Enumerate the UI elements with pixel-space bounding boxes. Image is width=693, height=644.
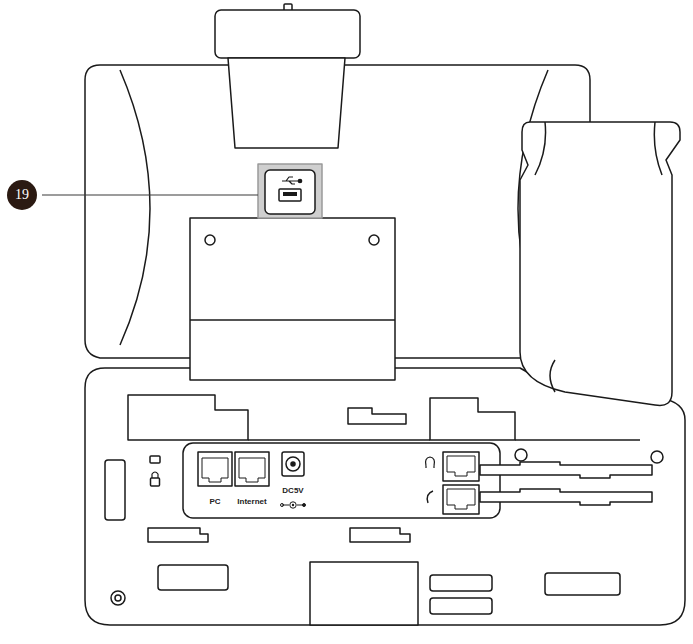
foot-pad [430, 598, 492, 614]
port-label: PC [209, 498, 220, 506]
dc-polarity-symbol [303, 504, 306, 507]
base-slot [350, 528, 410, 542]
base-ridge [515, 439, 640, 441]
base-slot [430, 398, 515, 440]
security-slot [150, 456, 160, 463]
usb-port [279, 189, 301, 201]
base-ridge [248, 439, 430, 441]
dc-jack [286, 457, 300, 471]
base-slot [148, 528, 208, 542]
callout-number: 19 [15, 188, 29, 202]
callout-circle: 19 [7, 180, 37, 210]
side-slot [105, 460, 125, 520]
base-housing [85, 368, 685, 625]
headset-port-jack [447, 456, 475, 476]
usb-icon [282, 177, 299, 184]
headset-icon [426, 457, 435, 468]
screw [111, 591, 125, 605]
foot-pad [430, 575, 492, 591]
leader-line [42, 194, 258, 195]
screw [115, 595, 121, 601]
port-label: DC5V [282, 487, 303, 495]
headset-port [443, 452, 479, 481]
pc-port [198, 452, 232, 486]
stand-hole [369, 235, 379, 245]
handset-contour [535, 122, 662, 392]
internet-port-jack [239, 458, 265, 482]
cable-channel [480, 489, 652, 505]
base-hole [651, 451, 663, 463]
dc-jack-frame [282, 452, 304, 476]
camera-flap [228, 58, 345, 148]
base-slot [128, 395, 248, 440]
base-hole [515, 449, 527, 461]
port-panel [183, 443, 500, 518]
dc-jack-pin [291, 462, 295, 466]
dc-polarity-symbol [282, 505, 304, 506]
lock-icon [152, 472, 158, 478]
handset-port-jack [447, 489, 475, 509]
foot-pad [158, 565, 228, 590]
handset [520, 122, 680, 405]
usb-highlight [258, 164, 322, 218]
cable-channel [480, 462, 652, 478]
usb-icon [298, 179, 301, 182]
handset-port [443, 485, 479, 514]
internet-port [235, 452, 269, 486]
lock-icon [151, 478, 160, 486]
pc-port-jack [202, 458, 228, 482]
screen-contour [120, 70, 150, 345]
stand-fold [190, 319, 395, 321]
dc-polarity-symbol [290, 502, 296, 508]
handset-icon [427, 491, 433, 503]
foot-pad [545, 573, 620, 595]
base-slot [348, 408, 406, 424]
usb-port-tongue [283, 192, 297, 196]
port-label: Internet [237, 498, 266, 506]
label-plate [310, 562, 418, 625]
stand-hole [205, 235, 215, 245]
stand-bracket [190, 218, 395, 380]
dc-polarity-symbol [292, 504, 294, 506]
usb-socket-frame [265, 170, 315, 214]
dc-polarity-symbol [281, 504, 284, 507]
camera-head [215, 10, 360, 58]
